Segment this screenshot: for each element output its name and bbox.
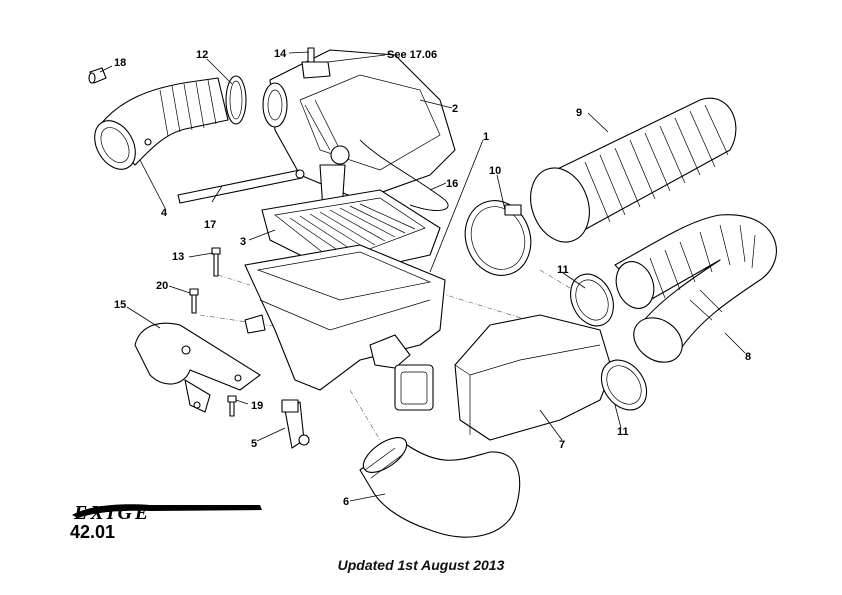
callout-16: 16 [446, 178, 458, 190]
callout-7: 7 [559, 439, 565, 451]
callout-2: 2 [452, 103, 458, 115]
part-4-intake-hose [94, 77, 229, 170]
footer-note: Updated 1st August 2013 [337, 557, 505, 573]
part-1-airbox-base [244, 244, 446, 411]
callout-3: 3 [240, 236, 246, 248]
part-11-clip-lower [600, 359, 648, 411]
callout-4: 4 [161, 207, 168, 219]
callout-19: 19 [251, 400, 263, 412]
callout-6: 6 [343, 496, 349, 508]
part-2-airbox-lid [262, 49, 456, 211]
callout-labels: 18 12 14 See 17.06 2 1 9 16 10 4 17 3 13… [114, 48, 751, 508]
callout-1: 1 [483, 131, 489, 143]
part-20-bolt [189, 288, 199, 314]
callout-18: 18 [114, 57, 126, 69]
callout-15: 15 [114, 299, 126, 311]
part-11-clip-upper [570, 273, 614, 327]
exige-logo-text: EXIGE [73, 502, 151, 524]
callout-17: 17 [204, 219, 216, 231]
part-5-valve [281, 399, 310, 449]
callout-see-17-06: See 17.06 [387, 49, 437, 61]
callout-5: 5 [251, 438, 257, 450]
callout-14: 14 [274, 48, 287, 60]
part-9-flexible-duct [530, 97, 737, 243]
callout-11-upper: 11 [557, 264, 569, 276]
part-18-bush [88, 67, 107, 84]
callout-13: 13 [172, 251, 184, 263]
part-13-bolt [211, 247, 221, 277]
exige-logo: EXIGE [72, 502, 262, 524]
callout-11-lower: 11 [617, 426, 629, 438]
callout-8: 8 [745, 351, 751, 363]
part-7-resonator [454, 314, 613, 441]
callout-9: 9 [576, 107, 582, 119]
leader-lines [99, 51, 746, 502]
part-6-outlet-hose [359, 437, 521, 538]
callout-10: 10 [489, 165, 501, 177]
part-10-hose-clip [464, 200, 532, 276]
part-8-curved-duct [614, 214, 777, 363]
part-15-bracket [134, 322, 261, 413]
part-12-hose-clip [225, 75, 247, 125]
part-16-pipe [359, 139, 449, 211]
page-code: 42.01 [70, 522, 116, 542]
callout-20: 20 [156, 280, 168, 292]
callout-12: 12 [196, 49, 208, 61]
part-17-breather-pipe [177, 169, 305, 204]
part-19-bolt [227, 395, 237, 417]
part-14-bolt [301, 47, 331, 79]
